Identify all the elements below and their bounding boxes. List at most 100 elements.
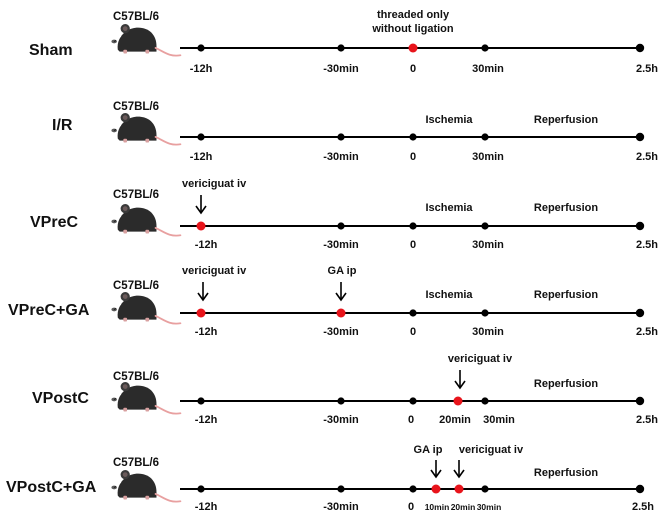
tick-label: -30min: [323, 63, 359, 75]
strain-label: C57BL/6: [113, 101, 159, 113]
group-label-sham: Sham: [29, 42, 73, 59]
strain-label: C57BL/6: [113, 457, 159, 469]
annotation-vericiguat: vericiguat iv: [459, 444, 524, 456]
tick-label: 2.5h: [636, 151, 658, 163]
annotation-vericiguat: vericiguat iv: [182, 265, 247, 277]
annotation-threaded: threaded only: [377, 9, 450, 21]
timepoint-dot-red: [336, 308, 346, 318]
timepoint-dot: [409, 309, 417, 317]
mouse-icon: [110, 112, 182, 146]
tick-label: 30min: [472, 151, 504, 163]
down-arrow-icon: [454, 370, 466, 390]
timepoint-dot: [635, 308, 645, 318]
group-label-vprec-ga: VPreC+GA: [8, 302, 90, 319]
timepoint-dot: [635, 484, 645, 494]
phase-reperfusion: Reperfusion: [534, 114, 598, 126]
phase-ischemia: Ischemia: [425, 289, 473, 301]
down-arrow-icon: [197, 282, 209, 302]
timepoint-dot: [481, 222, 489, 230]
phase-ischemia: Ischemia: [425, 114, 473, 126]
mouse-icon: [110, 203, 182, 237]
tick-label: 2.5h: [636, 414, 658, 426]
timepoint-dot: [337, 485, 345, 493]
tick-label: 0: [410, 151, 416, 163]
timepoint-dot: [481, 397, 489, 405]
timepoint-dot: [197, 485, 205, 493]
mouse-icon: [110, 381, 182, 415]
timepoint-dot: [481, 44, 489, 52]
tick-label: 0: [408, 414, 414, 426]
timepoint-dot: [481, 133, 489, 141]
down-arrow-icon: [430, 460, 442, 479]
timepoint-dot: [481, 485, 489, 493]
phase-ischemia: Ischemia: [425, 202, 473, 214]
tick-label: 30min: [472, 63, 504, 75]
timepoint-dot: [635, 43, 645, 53]
mouse-icon: [110, 291, 182, 325]
timepoint-dot: [635, 396, 645, 406]
timepoint-dot-red: [196, 221, 206, 231]
annotation-ga-ip: GA ip: [414, 444, 443, 456]
tick-label: 0: [410, 63, 416, 75]
tick-label: 20min: [451, 502, 476, 512]
timepoint-dot: [635, 221, 645, 231]
phase-reperfusion: Reperfusion: [534, 202, 598, 214]
tick-label: -12h: [190, 151, 213, 163]
tick-label: -12h: [195, 414, 218, 426]
annotation-vericiguat: vericiguat iv: [448, 353, 513, 365]
tick-label: -30min: [323, 326, 359, 338]
tick-label: 2.5h: [636, 239, 658, 251]
tick-label: -12h: [195, 501, 218, 513]
phase-reperfusion: Reperfusion: [534, 289, 598, 301]
down-arrow-icon: [453, 460, 465, 479]
group-label-ir: I/R: [52, 117, 73, 134]
timepoint-dot-red: [431, 484, 441, 494]
timepoint-dot: [337, 44, 345, 52]
tick-label: 2.5h: [636, 326, 658, 338]
tick-label: 20min: [439, 414, 471, 426]
tick-label: 0: [410, 239, 416, 251]
tick-label: 0: [410, 326, 416, 338]
mouse-icon: [110, 469, 182, 503]
tick-label: 30min: [483, 414, 515, 426]
timepoint-dot: [197, 133, 205, 141]
tick-label: -12h: [195, 239, 218, 251]
timepoint-dot: [635, 132, 645, 142]
tick-label: 30min: [477, 502, 502, 512]
annotation-threaded: without ligation: [371, 23, 454, 35]
strain-label: C57BL/6: [113, 11, 159, 23]
timepoint-dot-red: [408, 43, 418, 53]
timepoint-dot: [409, 485, 417, 493]
timepoint-dot: [481, 309, 489, 317]
tick-label: -30min: [323, 414, 359, 426]
tick-label: -30min: [323, 239, 359, 251]
down-arrow-icon: [195, 195, 207, 215]
tick-label: -12h: [195, 326, 218, 338]
group-label-vprec: VPreC: [30, 214, 78, 231]
timepoint-dot: [197, 44, 205, 52]
timepoint-dot: [409, 222, 417, 230]
tick-label: 2.5h: [632, 501, 654, 513]
timepoint-dot-red: [196, 308, 206, 318]
strain-label: C57BL/6: [113, 189, 159, 201]
tick-label: -30min: [323, 501, 359, 513]
strain-label: C57BL/6: [113, 371, 159, 383]
tick-label: 2.5h: [636, 63, 658, 75]
tick-label: 10min: [425, 502, 450, 512]
annotation-ga-ip: GA ip: [328, 265, 357, 277]
tick-label: 30min: [472, 239, 504, 251]
down-arrow-icon: [335, 282, 347, 302]
timepoint-dot: [409, 133, 417, 141]
group-label-vpostc: VPostC: [32, 390, 89, 407]
timepoint-dot: [337, 133, 345, 141]
tick-label: 0: [408, 501, 414, 513]
timepoint-dot: [337, 222, 345, 230]
timepoint-dot: [337, 397, 345, 405]
timepoint-dot: [409, 397, 417, 405]
strain-label: C57BL/6: [113, 280, 159, 292]
timepoint-dot: [197, 397, 205, 405]
phase-reperfusion: Reperfusion: [534, 467, 598, 479]
timepoint-dot-red: [453, 396, 463, 406]
mouse-icon: [110, 23, 182, 57]
